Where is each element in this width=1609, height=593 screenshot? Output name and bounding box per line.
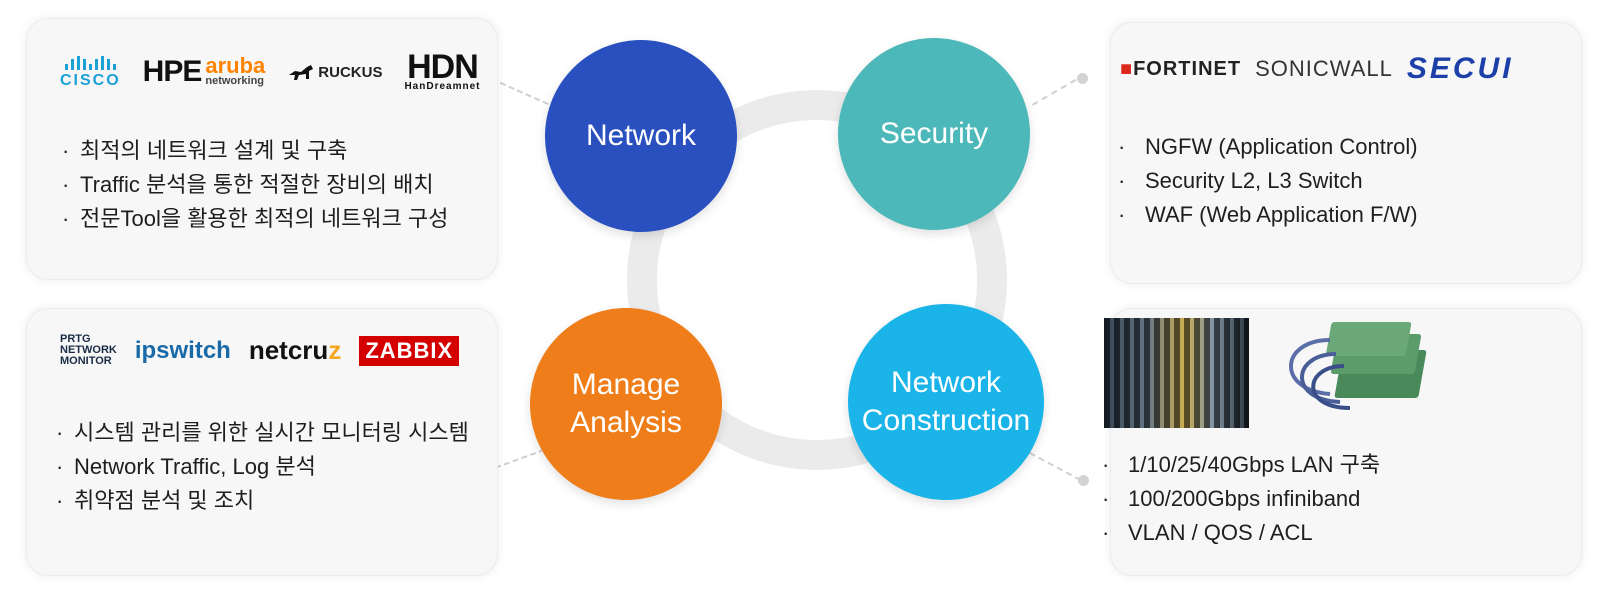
secui-logo: SECUI [1406, 52, 1514, 85]
list-item: ·전문Tool을 활용한 최적의 네트워크 구성 [62, 206, 449, 231]
bullet-text: 취약점 분석 및 조치 [74, 488, 255, 513]
ruckus-dog-icon [289, 65, 314, 80]
node-network-label: Network [585, 119, 697, 152]
hpe-logo-text: HPE [142, 55, 203, 88]
list-item: ·Traffic 분석을 통한 적절한 장비의 배치 [62, 172, 434, 197]
ruckus-logo: RUCKUS [287, 61, 382, 83]
connector-network [491, 78, 549, 106]
connector-dot-construction [1078, 475, 1089, 486]
cisco-logo-text: CISCO [60, 72, 121, 89]
manage-bullet-list: ·시스템 관리를 위한 실시간 모니터링 시스템 ·Network Traffi… [56, 416, 469, 518]
node-network: Network [545, 40, 737, 232]
list-item: ·VLAN / QOS / ACL [1102, 520, 1313, 545]
netcruz-logo: netcruz [249, 335, 341, 366]
list-item: ·1/10/25/40Gbps LAN 구축 [1102, 452, 1381, 477]
node-security: Security [838, 38, 1030, 230]
list-item: ·100/200Gbps infiniband [1102, 486, 1361, 511]
bullet-text: VLAN / QOS / ACL [1128, 520, 1313, 545]
server-rack-photo [1104, 318, 1249, 428]
hdn-logo-subtext: HanDreamnet [404, 81, 481, 92]
aruba-logo-subtext: networking [205, 75, 265, 87]
sonicwall-logo: SONICWALL [1255, 56, 1393, 81]
bullet-text: NGFW (Application Control) [1145, 134, 1418, 159]
monitoring-vendor-logos: PRTG NETWORK MONITOR ipswitch netcruz ZA… [60, 334, 460, 367]
bullet-text: WAF (Web Application F/W) [1145, 202, 1418, 227]
list-item: ·시스템 관리를 위한 실시간 모니터링 시스템 [56, 420, 469, 445]
card-manage-analysis: PRTG NETWORK MONITOR ipswitch netcruz ZA… [26, 308, 498, 576]
connector-dot-security [1077, 73, 1088, 84]
aruba-logo-text: aruba [205, 53, 266, 78]
cisco-logo: CISCO [60, 56, 121, 89]
construction-bullet-list: ·1/10/25/40Gbps LAN 구축 ·100/200Gbps infi… [1102, 448, 1380, 550]
bullet-text: 전문Tool을 활용한 최적의 네트워크 구성 [80, 206, 449, 231]
network-bullet-list: ·최적의 네트워크 설계 및 구축 ·Traffic 분석을 통한 적절한 장비… [62, 134, 448, 236]
bullet-text: Security L2, L3 Switch [1145, 168, 1363, 193]
node-construction-label: Network Construction [861, 366, 1031, 437]
card-security: ■FORTINET SONICWALL SECUI ·NGFW (Applica… [1110, 22, 1582, 284]
security-vendor-logos: ■FORTINET SONICWALL SECUI [1120, 52, 1514, 86]
hdn-logo: HDN HanDreamnet [404, 50, 481, 92]
list-item: ·WAF (Web Application F/W) [1118, 202, 1418, 227]
node-manage-label: Manage Analysis [570, 368, 682, 439]
prtg-logo-line-2: NETWORK [60, 344, 117, 356]
list-item: ·Security L2, L3 Switch [1118, 168, 1363, 193]
fortinet-logo: ■FORTINET [1120, 57, 1242, 80]
bullet-text: 1/10/25/40Gbps LAN 구축 [1128, 452, 1381, 477]
ipswitch-logo: ipswitch [134, 336, 231, 364]
node-security-label: Security [879, 117, 989, 150]
bullet-text: Traffic 분석을 통한 적절한 장비의 배치 [80, 172, 434, 197]
list-item: ·Network Traffic, Log 분석 [56, 454, 316, 479]
bullet-text: 시스템 관리를 위한 실시간 모니터링 시스템 [74, 420, 469, 445]
prtg-logo-line-1: PRTG [60, 333, 91, 345]
network-card-photo [1289, 322, 1427, 410]
node-manage-analysis: Manage Analysis [530, 308, 722, 500]
prtg-logo-line-3: MONITOR [60, 355, 112, 367]
bullet-text: Network Traffic, Log 분석 [74, 454, 316, 479]
netcruz-logo-text: netcru [248, 335, 329, 365]
security-bullet-list: ·NGFW (Application Control) ·Security L2… [1118, 130, 1418, 232]
list-item: ·최적의 네트워크 설계 및 구축 [62, 138, 348, 163]
zabbix-logo: ZABBIX [359, 335, 460, 366]
bullet-text: 최적의 네트워크 설계 및 구축 [80, 138, 348, 163]
list-item: ·NGFW (Application Control) [1118, 134, 1418, 159]
netcruz-logo-accent: z [328, 335, 342, 365]
hdn-logo-text: HDN [407, 48, 479, 86]
connector-security [1032, 79, 1077, 106]
prtg-logo: PRTG NETWORK MONITOR [60, 334, 117, 367]
list-item: ·취약점 분석 및 조치 [56, 488, 255, 513]
connector-construction [1029, 452, 1082, 481]
ruckus-logo-text: RUCKUS [318, 63, 383, 81]
node-network-construction: Network Construction [848, 304, 1044, 500]
bullet-text: 100/200Gbps infiniband [1128, 486, 1361, 511]
fortinet-logo-text: FORTINET [1133, 57, 1242, 80]
